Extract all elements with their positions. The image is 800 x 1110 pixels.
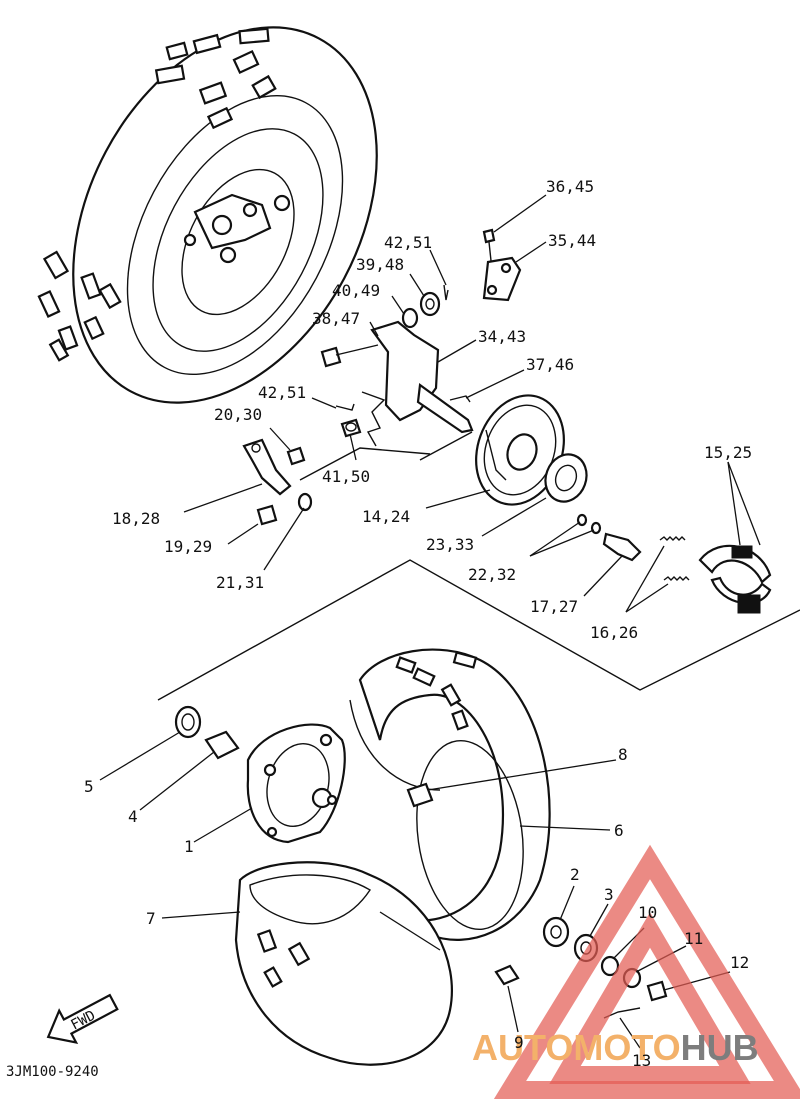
callout-36-45: 36,45 (546, 177, 594, 196)
callout-8: 8 (618, 745, 628, 764)
callout-39-48: 39,48 (356, 255, 404, 274)
callout-4: 4 (128, 807, 138, 826)
bracket-parts (242, 438, 313, 526)
watermark-text-automoto: AUTOMOTO (472, 1027, 681, 1068)
callout-18-28: 18,28 (112, 509, 160, 528)
callout-17-27: 17,27 (530, 597, 578, 616)
callout-3: 3 (604, 885, 614, 904)
watermark-text-hub: HUB (681, 1027, 759, 1068)
callout-1: 1 (184, 837, 194, 856)
callout-13: 13 (632, 1051, 651, 1070)
callout-15-25: 15,25 (704, 443, 752, 462)
callout-37-46: 37,46 (526, 355, 574, 374)
callout-22-32: 22,32 (468, 565, 516, 584)
callout-12: 12 (730, 953, 749, 972)
callout-35-44: 35,44 (548, 231, 596, 250)
exploded-guides (157, 431, 800, 701)
callout-14-24: 14,24 (362, 507, 410, 526)
knuckle-assembly (320, 228, 522, 447)
callout-42-51-mid: 42,51 (258, 383, 306, 402)
tire-tread (37, 27, 277, 362)
callout-34-43: 34,43 (478, 327, 526, 346)
callout-11: 11 (684, 929, 703, 948)
fwd-arrow-icon: FWD (46, 993, 119, 1044)
svg-text:AUTOMOTOHUB: AUTOMOTOHUB (472, 1027, 759, 1068)
callout-20-30: 20,30 (214, 405, 262, 424)
callout-19-29: 19,29 (164, 537, 212, 556)
callout-5: 5 (84, 777, 94, 796)
watermark-logo: AUTOMOTOHUB (472, 844, 800, 1099)
callout-16-26: 16,26 (590, 623, 638, 642)
callout-21-31: 21,31 (216, 573, 264, 592)
lower-wheel-exploded (174, 648, 668, 1066)
diagram-code: 3JM100-9240 (6, 1064, 99, 1080)
callout-38-47: 38,47 (312, 309, 360, 328)
callout-6: 6 (614, 821, 624, 840)
callout-42-51-top: 42,51 (384, 233, 432, 252)
callout-23-33: 23,33 (426, 535, 474, 554)
callout-2: 2 (570, 865, 580, 884)
brake-assembly (475, 394, 772, 614)
leader-lines (99, 194, 761, 1049)
callout-41-50: 41,50 (322, 467, 370, 486)
hub-detail (183, 193, 291, 264)
callout-40-49: 40,49 (332, 281, 380, 300)
assembled-wheel (37, 26, 378, 404)
callout-10: 10 (638, 903, 657, 922)
callout-7: 7 (146, 909, 156, 928)
callout-labels: 36,45 35,44 42,51 39,48 40,49 38,47 34,4… (84, 177, 752, 1070)
callout-9: 9 (514, 1033, 524, 1052)
